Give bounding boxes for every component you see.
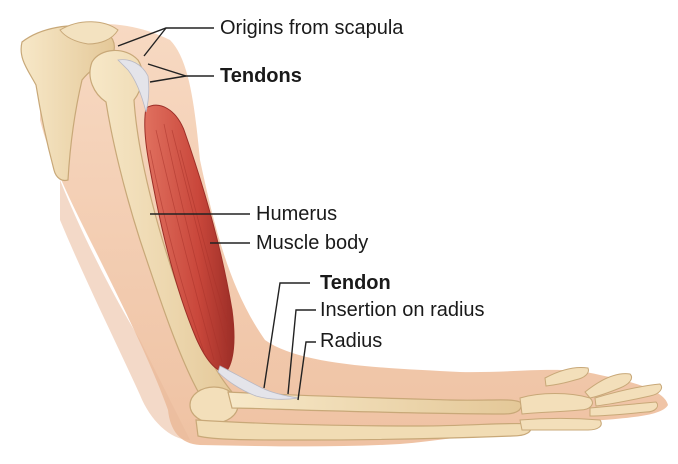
label-origins-from-scapula: Origins from scapula xyxy=(220,17,403,39)
label-tendon: Tendon xyxy=(320,272,391,294)
label-insertion-on-radius: Insertion on radius xyxy=(320,299,485,321)
label-muscle-body: Muscle body xyxy=(256,232,368,254)
label-radius: Radius xyxy=(320,330,382,352)
label-tendons: Tendons xyxy=(220,65,302,87)
label-humerus: Humerus xyxy=(256,203,337,225)
